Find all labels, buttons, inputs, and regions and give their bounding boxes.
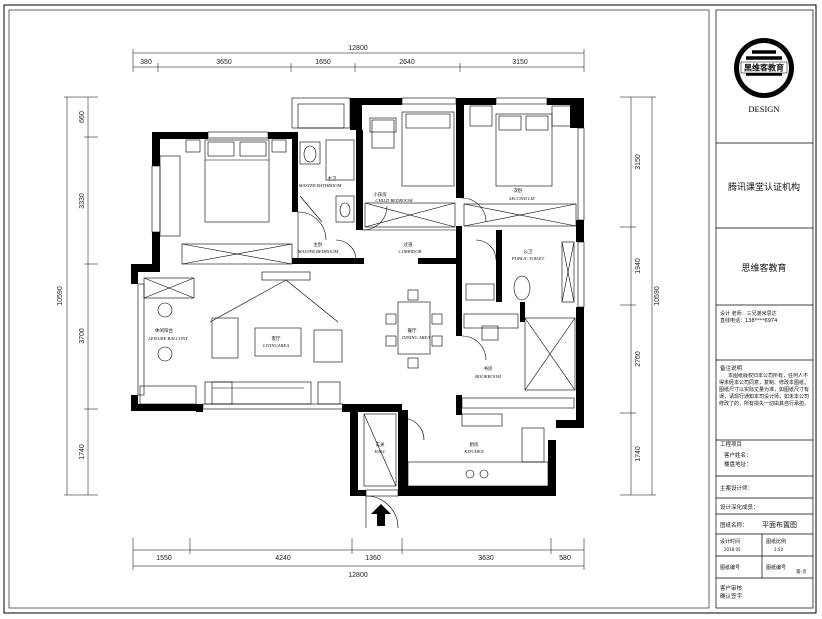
dim-top-3: 1650: [315, 59, 331, 66]
dim-top-5: 3150: [512, 59, 528, 66]
designer-label: 主案设计师：: [720, 484, 753, 492]
logo-sub: DESIGN: [748, 104, 779, 114]
furniture: [139, 105, 577, 529]
dim-overall-width-top: 12800: [348, 45, 368, 52]
dimensions-right: [620, 96, 656, 496]
scale-value: 1:50: [774, 547, 783, 552]
dim-bottom-5: 580: [559, 555, 571, 562]
room-master-bedroom-cn: 主卧: [314, 241, 323, 248]
dim-overall-height-right: 10590: [654, 286, 661, 306]
dimensions-top: [132, 49, 585, 72]
project-label: 工程项目: [720, 440, 742, 448]
room-leisure-balcony-cn: 休闲阳台: [155, 327, 173, 334]
dim-overall-width-bottom: 12800: [348, 572, 368, 579]
page-label: 图纸编号: [766, 564, 786, 571]
title-block: [715, 9, 814, 609]
dim-left-3: 3700: [79, 328, 86, 344]
room-leisure-balcony-en: LEISURE BALCONY: [147, 336, 188, 341]
contact-line-2: 直线电话：138****6974: [720, 317, 777, 324]
room-master-bathroom-cn: 主卫: [328, 175, 337, 182]
dim-right-4: 1740: [635, 446, 642, 462]
contact-line-1: 设计 老师：三兄弟米思达: [720, 310, 777, 317]
dim-left-1: 660: [79, 111, 86, 123]
logo-text: 黑维客教育: [744, 63, 784, 73]
sheet-label: 图纸编号: [720, 564, 740, 571]
room-living-area-en: LIVINGAREA: [262, 343, 289, 348]
notes-body-wrap: 本图纸版权归本公司所有，任何人不得未经本公司同意，复制、修改本图纸。图纸尺寸以实…: [719, 373, 810, 407]
room-corridor-en: CORRIDOR: [399, 249, 422, 254]
room-hall-cn: 玄关: [376, 441, 385, 448]
dim-top-4: 2640: [399, 59, 415, 66]
deepener-label: 设计深化成员：: [720, 503, 759, 511]
walls: [131, 98, 584, 496]
room-child-bedroom-en: CHILD BEDROOM: [375, 198, 413, 203]
dim-top-1: 380: [140, 59, 152, 66]
entrance-arrow-icon: [371, 504, 391, 526]
room-public-toilet-en: PUBLIC TOILET: [511, 256, 545, 261]
dimensions-left: [64, 96, 98, 496]
room-living-area-cn: 客厅: [272, 335, 281, 342]
room-book-room-cn: 书房: [484, 365, 493, 372]
client-confirm-2: 确认签字: [720, 592, 743, 600]
room-corridor-cn: 过道: [404, 241, 413, 248]
date-value: 2018.05: [724, 547, 741, 552]
room-second-bedroom-cn: 次卧: [514, 187, 523, 194]
drawing-name-label: 图纸名称：: [720, 521, 748, 529]
room-master-bathroom-en: MASTER BATHROOM: [298, 183, 343, 188]
dim-left-4: 1740: [79, 444, 86, 460]
address-label: 楼盘地址：: [724, 460, 752, 468]
room-kitchen-cn: 厨房: [470, 441, 479, 448]
client-confirm-1: 客户审核: [720, 584, 743, 592]
room-kitchen-en: KITCHEN: [463, 449, 484, 454]
dim-right-1: 3150: [635, 154, 642, 170]
room-dining-area-cn: 餐厅: [408, 327, 417, 334]
cert-text: 腾讯课堂认证机构: [728, 181, 800, 193]
room-child-bedroom-cn: 小孩房: [373, 191, 387, 198]
dim-left-2: 3330: [79, 193, 86, 209]
room-second-bedroom-en: SECOND LIE: [509, 196, 535, 201]
date-label: 设计时间: [720, 538, 740, 545]
room-master-bedroom-en: MASTER BEDROOM: [297, 249, 340, 254]
dim-bottom-1: 1550: [156, 555, 172, 562]
dim-bottom-3: 1360: [365, 555, 381, 562]
room-book-room-en: BOOKROOM: [475, 374, 502, 379]
room-public-toilet-cn: 公卫: [524, 249, 533, 255]
company-name: 思维客教育: [741, 262, 786, 274]
room-dining-area-en: DINING AREA: [401, 335, 430, 340]
dim-overall-height-left: 10590: [57, 286, 64, 306]
dim-bottom-2: 4240: [275, 555, 291, 562]
client-label: 客户姓名：: [724, 451, 752, 459]
drawing-name: 平面布置图: [762, 520, 797, 529]
dim-top-2: 3650: [216, 59, 232, 66]
notes-title: 备注说明: [720, 364, 743, 372]
page-value: 第-页: [796, 568, 807, 575]
company-logo: 黑维客教育 DESIGN: [734, 38, 794, 114]
notes-body: 本图纸版权归本公司所有，任何人不得未经本公司同意，复制、修改本图纸。图纸尺寸以实…: [719, 373, 810, 407]
dim-right-2: 1940: [635, 258, 642, 274]
scale-label: 图纸比例: [766, 538, 786, 545]
dimensions-bottom: [132, 538, 585, 570]
room-hall-en: HALL: [373, 449, 386, 454]
dim-bottom-4: 3630: [478, 555, 494, 562]
dim-right-3: 2760: [635, 351, 642, 367]
